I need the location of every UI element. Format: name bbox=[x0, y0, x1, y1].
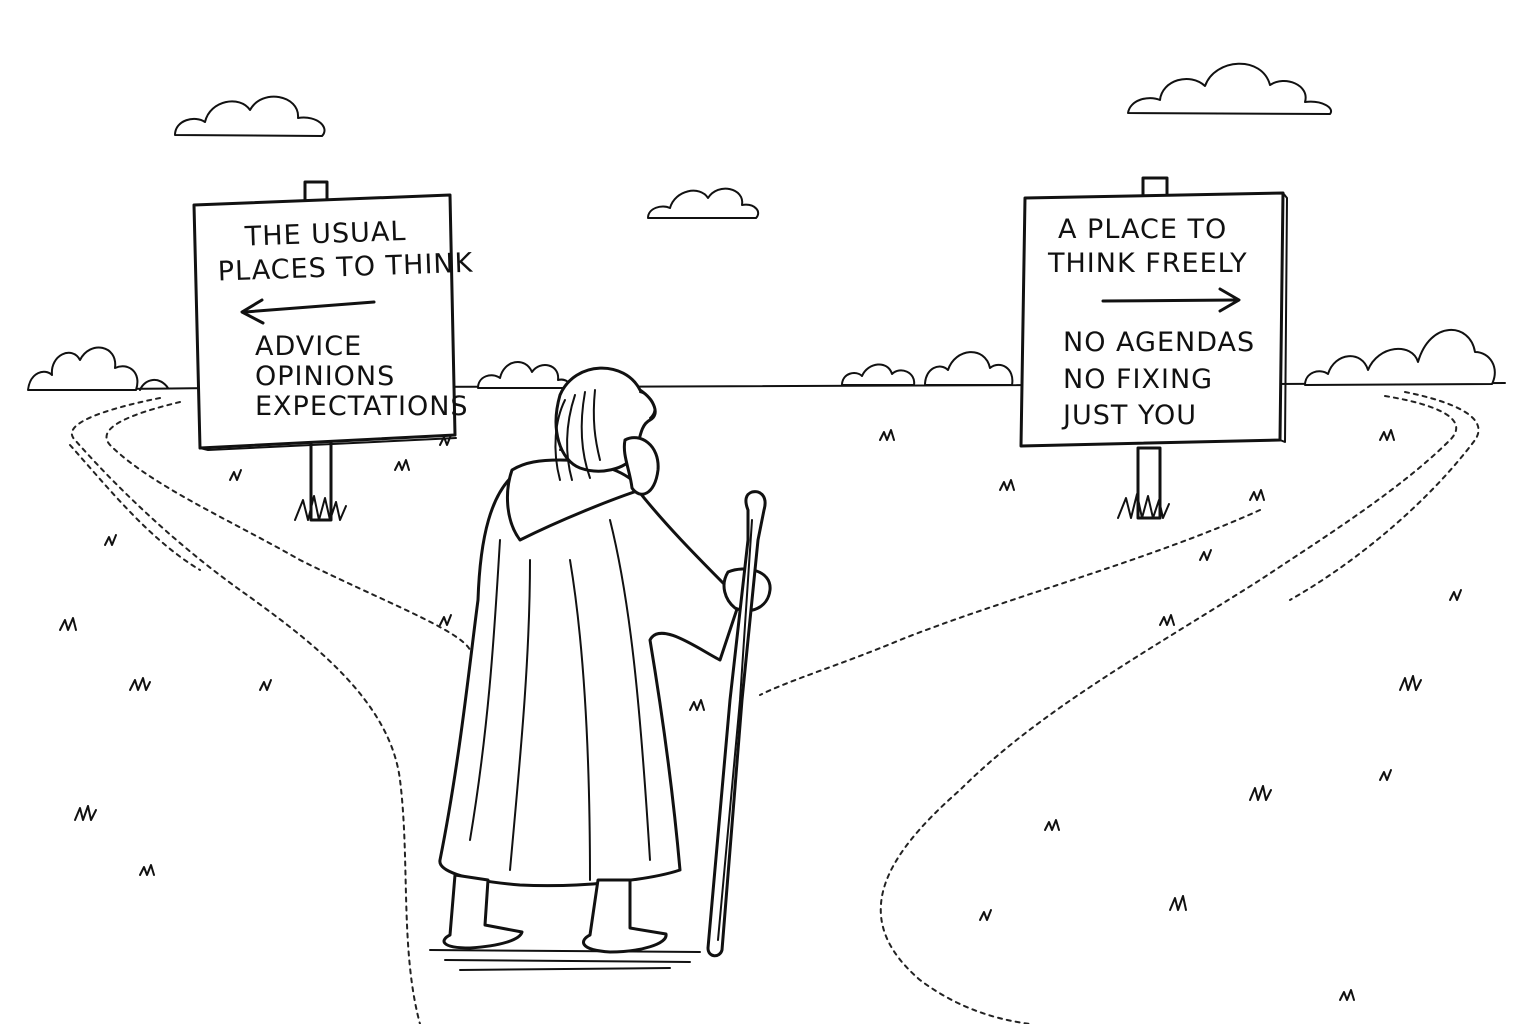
left-arrow-icon bbox=[240, 298, 376, 325]
right-post-grass-icon bbox=[1117, 493, 1170, 519]
cloud-right-icon bbox=[1127, 62, 1333, 115]
traveler-nose bbox=[639, 391, 656, 419]
left-post-grass-icon bbox=[294, 495, 347, 521]
right-sign-title-line2: THINK FREELY bbox=[1047, 248, 1248, 279]
traveler-robe-folds bbox=[469, 519, 651, 881]
bush-center-left-icon bbox=[477, 361, 572, 389]
right-arrow-icon bbox=[1101, 287, 1241, 313]
left-path bbox=[69, 397, 471, 1024]
grass-tufts bbox=[59, 429, 1462, 1001]
left-sign-item-expectations: EXPECTATIONS bbox=[255, 391, 469, 422]
cloud-left-icon bbox=[174, 95, 326, 137]
bush-right-icon bbox=[1304, 328, 1496, 386]
right-sign-board: A PLACE TO THINK FREELY NO AGENDAS NO FI… bbox=[1019, 191, 1288, 448]
right-sign-item-no-agendas: NO AGENDAS bbox=[1063, 327, 1255, 358]
traveler-shadow bbox=[429, 949, 701, 971]
bush-left-icon bbox=[27, 346, 169, 391]
right-sign-post bbox=[1136, 446, 1162, 520]
cloud-center-icon bbox=[647, 187, 760, 219]
left-sign-item-advice: ADVICE bbox=[255, 331, 362, 362]
right-sign-title-line1: A PLACE TO bbox=[1058, 214, 1227, 245]
right-signpost: A PLACE TO THINK FREELY NO AGENDAS NO FI… bbox=[1019, 176, 1288, 520]
right-sign-item-no-fixing: NO FIXING bbox=[1063, 364, 1213, 395]
walking-staff bbox=[706, 490, 767, 958]
left-sign-board: THE USUAL PLACES TO THINK ADVICE OPINION… bbox=[192, 193, 474, 451]
right-path bbox=[759, 391, 1480, 1024]
traveler-legs bbox=[442, 873, 524, 950]
traveler-robe bbox=[438, 462, 742, 888]
traveler-hair bbox=[554, 389, 601, 481]
left-signpost: THE USUAL PLACES TO THINK ADVICE OPINION… bbox=[192, 180, 474, 522]
bush-center-right-icon bbox=[841, 351, 1014, 386]
traveler-hand-chin bbox=[622, 436, 660, 496]
left-sign-title-line1: THE USUAL bbox=[243, 216, 407, 253]
left-sign-item-opinions: OPINIONS bbox=[255, 361, 395, 392]
right-sign-item-just-you: JUST YOU bbox=[1061, 400, 1197, 431]
